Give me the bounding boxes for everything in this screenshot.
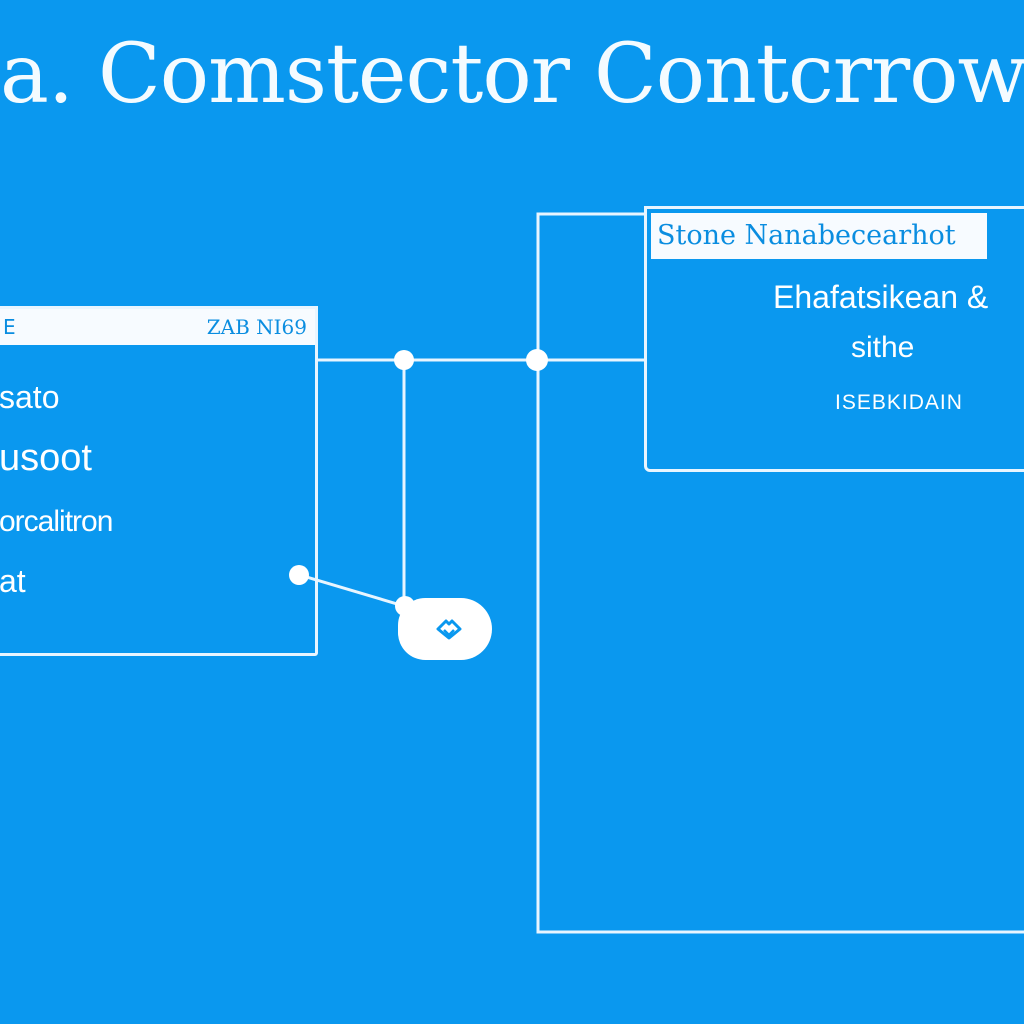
left-header-id: ZAB NI69 [206, 315, 307, 339]
left-entity-header: E ZAB NI69 [0, 309, 315, 345]
link-icon [436, 619, 462, 640]
connector-node[interactable] [398, 598, 492, 660]
left-header-label: E [3, 315, 16, 339]
frame-line [536, 212, 1024, 934]
right-field-3: ISEBKIDAIN [835, 391, 963, 414]
left-field-4: at [0, 563, 26, 599]
right-entity-box[interactable]: Stone Nanabecearhot Ehafatsikean & sithe… [644, 206, 1024, 472]
field-dot [289, 565, 309, 585]
left-entity-box[interactable]: E ZAB NI69 sato usoot orcalitron at [0, 306, 318, 656]
left-field-2: usoot [0, 437, 92, 479]
left-field-3: orcalitron [0, 505, 113, 538]
right-field-2: sithe [851, 331, 915, 364]
right-field-1: Ehafatsikean & [773, 279, 989, 315]
right-entity-header: Stone Nanabecearhot [651, 213, 987, 259]
junction-dot-1 [394, 350, 414, 370]
left-field-1: sato [0, 379, 60, 415]
page-title: a. Comstector Contcrrowet l [0, 27, 1024, 122]
junction-dot-2 [526, 349, 548, 371]
